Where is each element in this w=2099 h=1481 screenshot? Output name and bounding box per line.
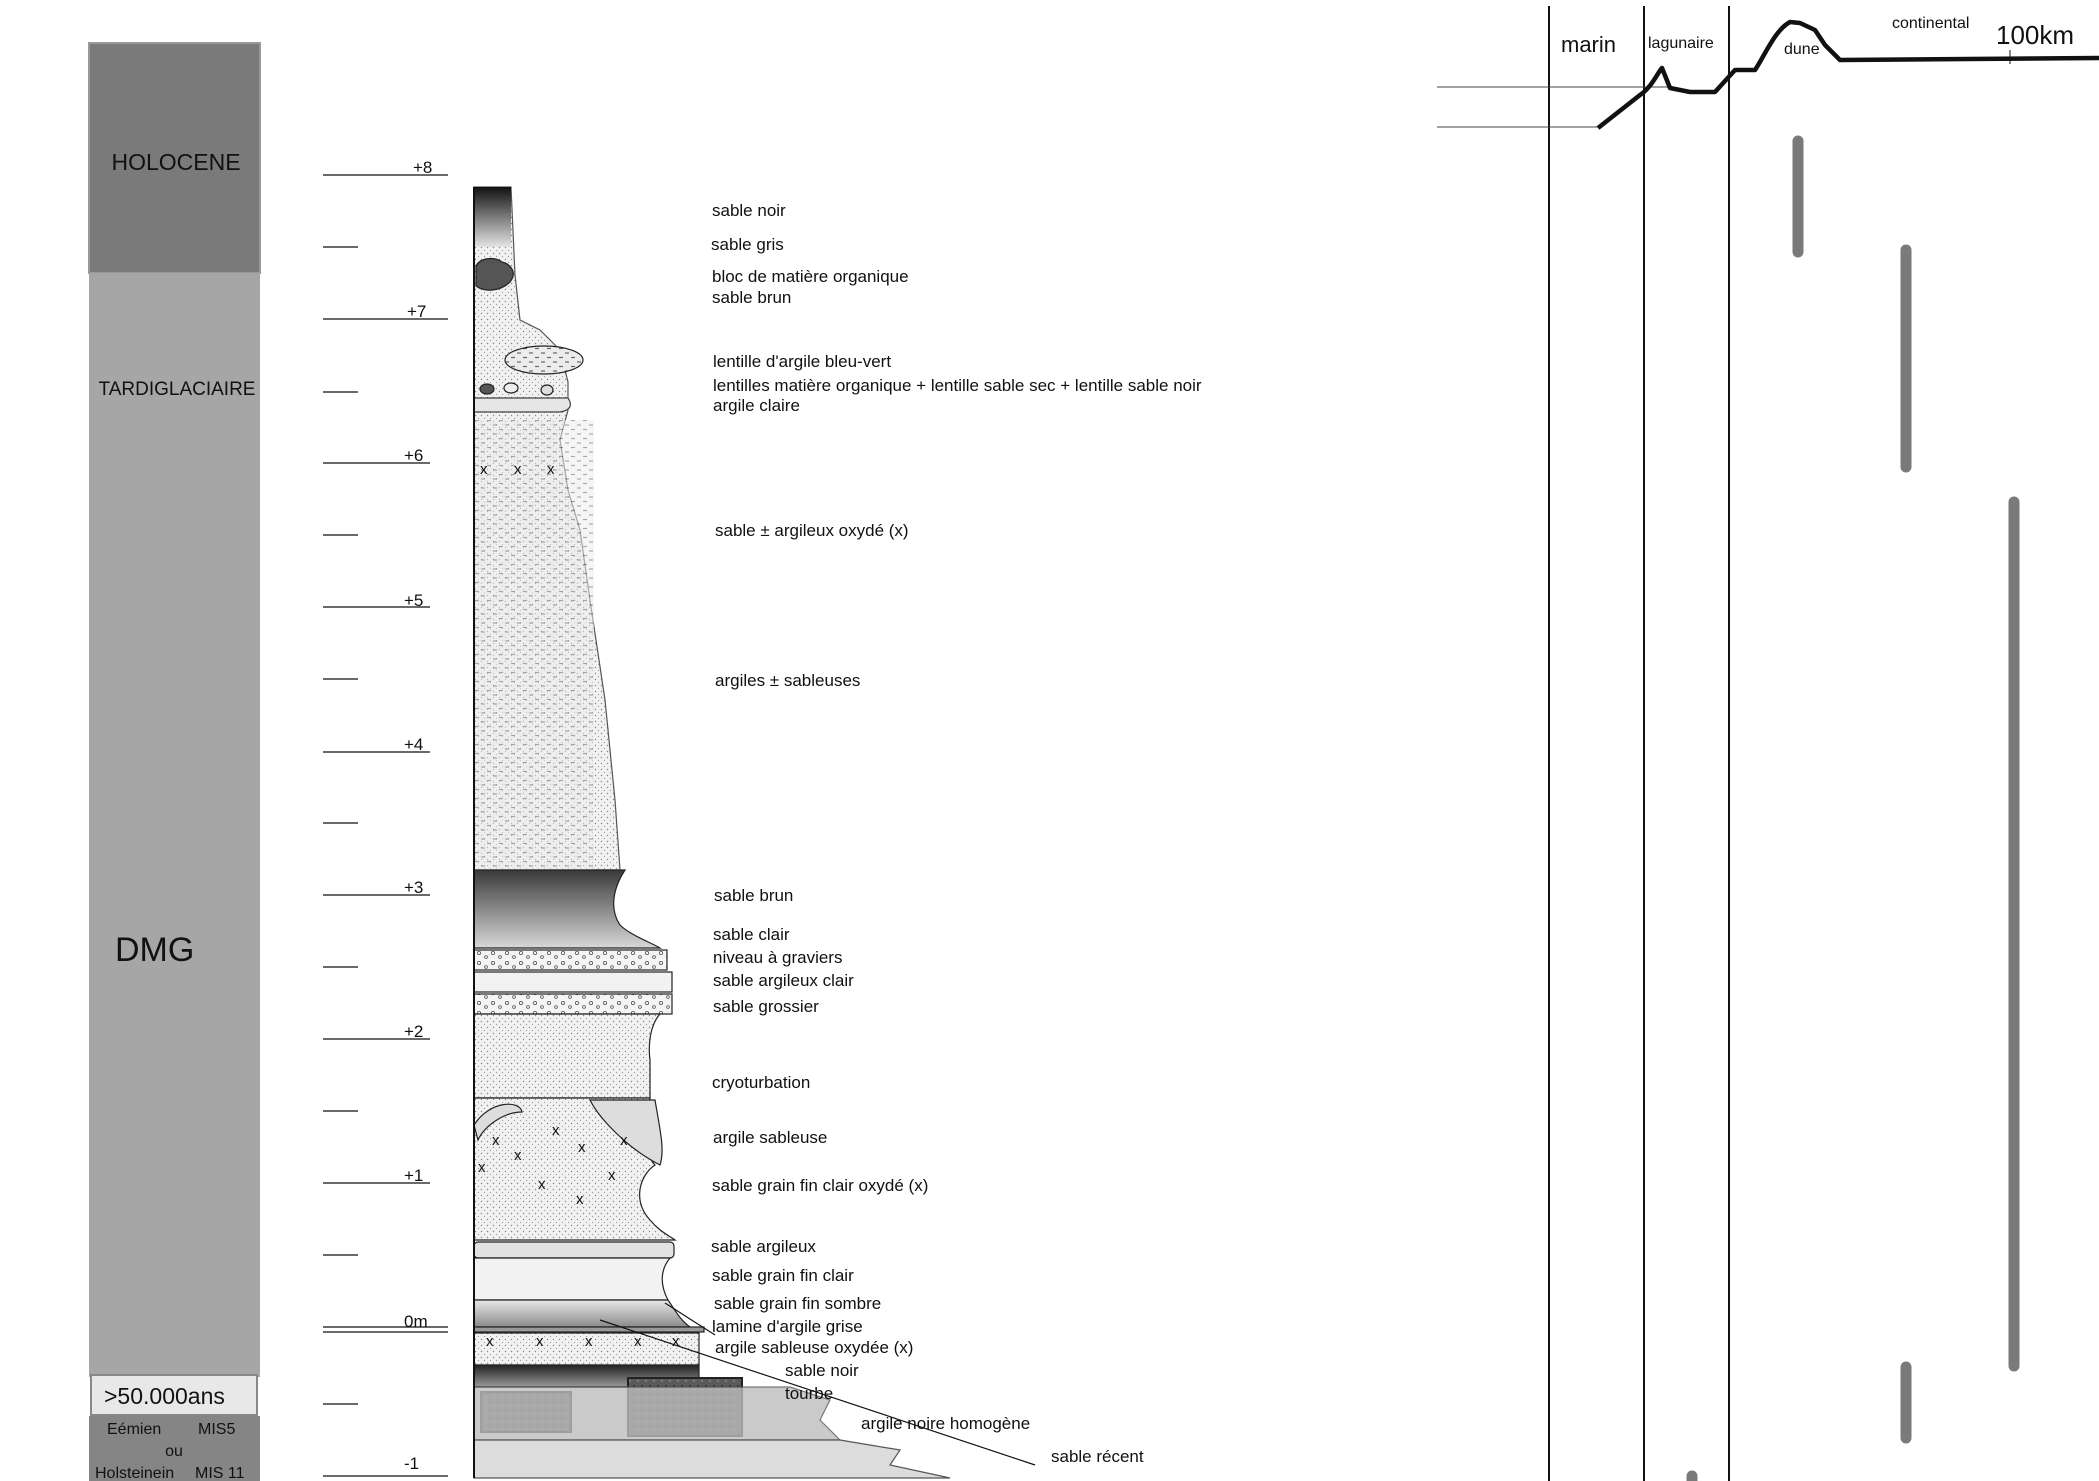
pleistocene-band	[89, 273, 260, 1377]
tick-label: +3	[404, 878, 423, 897]
svg-text:x: x	[547, 461, 555, 478]
ou-label: ou	[165, 1443, 183, 1460]
layer-label: sable grain fin clair	[712, 1266, 854, 1285]
layer-label: lentilles matière organique + lentille s…	[713, 376, 1202, 395]
svg-text:x: x	[480, 461, 488, 478]
sable-noir-layer	[474, 187, 511, 247]
holocene-label: HOLOCENE	[111, 149, 240, 175]
svg-text:x: x	[486, 1333, 494, 1350]
dmg-label: DMG	[115, 931, 194, 969]
layer-label: sable grain fin sombre	[714, 1294, 881, 1313]
svg-text:x: x	[608, 1167, 616, 1184]
layer-label: sable argileux	[711, 1237, 816, 1256]
svg-text:x: x	[478, 1159, 486, 1176]
layer-label: sable récent	[1051, 1447, 1144, 1466]
tick-label: +5	[404, 591, 423, 610]
layer-label: argile sableuse	[713, 1128, 827, 1147]
black-sand-lens	[541, 385, 553, 395]
layer-label: sable argileux clair	[713, 971, 854, 990]
sable-grain-fin-clair	[474, 1258, 670, 1300]
sable-brun-band	[474, 870, 660, 948]
elevation-tick-labels: +8 +7 +6 +5 +4 +3 +2 +1 0m -1	[404, 158, 432, 1473]
layer-label: sable brun	[714, 886, 793, 905]
svg-text:x: x	[538, 1176, 546, 1193]
env-label-continental: continental	[1892, 15, 1969, 32]
clay-layer	[474, 420, 594, 870]
layer-label: sable brun	[712, 288, 791, 307]
svg-text:x: x	[585, 1333, 593, 1350]
layer-label: sable grain fin clair oxydé (x)	[712, 1176, 928, 1195]
clay-lens	[505, 346, 583, 374]
sable-argileux-layer	[474, 1242, 674, 1258]
env-label-lagunaire: lagunaire	[1648, 35, 1714, 52]
layer-label: sable clair	[713, 925, 790, 944]
mis5-label: MIS5	[198, 1421, 235, 1438]
env-label-dune: dune	[1784, 41, 1820, 58]
layer-label: lamine d'argile grise	[712, 1317, 863, 1336]
tick-label: +1	[404, 1166, 423, 1185]
layer-label: sable ± argileux oxydé (x)	[715, 521, 909, 540]
svg-text:x: x	[634, 1333, 642, 1350]
elevation-scale	[323, 175, 448, 1476]
distance-label: 100km	[1996, 20, 2074, 50]
sable-recent-layer	[474, 1440, 950, 1478]
tick-label: +6	[404, 446, 423, 465]
tick-label: -1	[404, 1454, 419, 1473]
sable-grossier	[474, 994, 672, 1014]
layer-label: tourbe	[785, 1384, 833, 1403]
cryoturbation-zone	[474, 1014, 660, 1098]
environment-panel: marin lagunaire dune continental 100km	[1437, 6, 2099, 1481]
layer-label: cryoturbation	[712, 1073, 810, 1092]
svg-text:x: x	[536, 1333, 544, 1350]
layer-label: argile noire homogène	[861, 1414, 1030, 1433]
gravel-level	[474, 950, 667, 970]
svg-text:x: x	[514, 461, 522, 478]
tick-label: +7	[407, 302, 426, 321]
layer-label: niveau à graviers	[713, 948, 842, 967]
dry-sand-lens	[504, 383, 518, 393]
layer-label: sable grossier	[713, 997, 819, 1016]
tick-label: +4	[404, 735, 423, 754]
tick-label: +8	[413, 158, 432, 177]
layer-label: argile claire	[713, 396, 800, 415]
argile-claire-lens	[474, 398, 570, 412]
layer-labels: sable noir sable gris bloc de matière or…	[711, 201, 1202, 1466]
layer-label: sable noir	[712, 201, 786, 220]
lamine-argile-grise	[474, 1327, 704, 1332]
env-label-marin: marin	[1561, 32, 1616, 57]
layer-label: sable noir	[785, 1361, 859, 1380]
layer-label: sable gris	[711, 235, 784, 254]
svg-text:x: x	[620, 1132, 628, 1149]
layer-label: bloc de matière organique	[712, 267, 909, 286]
svg-text:x: x	[672, 1333, 680, 1350]
mis11-label: MIS 11	[195, 1465, 245, 1481]
layer-label: argile sableuse oxydée (x)	[715, 1338, 913, 1357]
tardiglaciaire-label: TARDIGLACIAIRE	[99, 379, 256, 400]
layer-label: lentille d'argile bleu-vert	[713, 352, 891, 371]
tick-label: 0m	[404, 1312, 428, 1331]
eemien-label: Eémien	[107, 1421, 161, 1438]
svg-text:x: x	[514, 1147, 522, 1164]
period-column: HOLOCENE TARDIGLACIAIRE DMG >50.000ans E…	[89, 43, 260, 1481]
svg-text:x: x	[552, 1122, 560, 1139]
organic-lens	[480, 384, 494, 394]
sable-argileux-clair	[474, 972, 672, 992]
age-label: >50.000ans	[104, 1383, 225, 1409]
svg-text:x: x	[576, 1191, 584, 1208]
svg-text:x: x	[492, 1132, 500, 1149]
svg-text:x: x	[578, 1139, 586, 1156]
tick-label: +2	[404, 1022, 423, 1041]
holsteinein-label: Holsteinein	[95, 1465, 174, 1481]
layer-label: argiles ± sableuses	[715, 671, 860, 690]
sable-grain-fin-sombre	[474, 1300, 690, 1327]
